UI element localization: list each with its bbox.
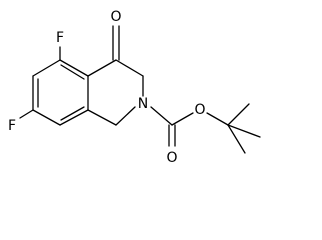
bond-c5-c6 [32, 59, 61, 77]
bond-c8-c8a [59, 109, 89, 126]
bond-c4a-c4 [87, 59, 117, 77]
bond-layer [19, 25, 261, 154]
bond-tbu-top [227, 103, 250, 126]
bond-tbu-right [227, 124, 261, 138]
bond-c7-f [19, 109, 34, 119]
atom-fluorine-top: F [56, 30, 64, 46]
bond-c4a-c5 [59, 59, 89, 77]
atom-oxygen-ester: O [194, 102, 205, 118]
bond-c-o-ester [171, 112, 194, 126]
molecule-diagram: F F O N O O [8, 9, 261, 166]
bond-o-ctbu [206, 112, 229, 126]
bond-c1-c8a [87, 109, 117, 126]
atom-oxygen-ketone: O [110, 9, 121, 25]
bond-c4-c3 [115, 59, 144, 77]
atom-label-layer: F F O N O O [8, 9, 206, 166]
bond-n2-c1 [115, 106, 136, 126]
atom-fluorine-left: F [8, 118, 16, 134]
atom-nitrogen: N [138, 96, 148, 112]
bond-c7-c8 [32, 109, 61, 126]
atom-oxygen-carbonyl: O [166, 150, 177, 166]
bond-tbu-bottom [227, 124, 246, 154]
bond-n2-c-carbamate [150, 106, 173, 126]
bond-c4a-c5-inner [60, 64, 85, 80]
bond-c8-c8a-inner [60, 106, 85, 121]
